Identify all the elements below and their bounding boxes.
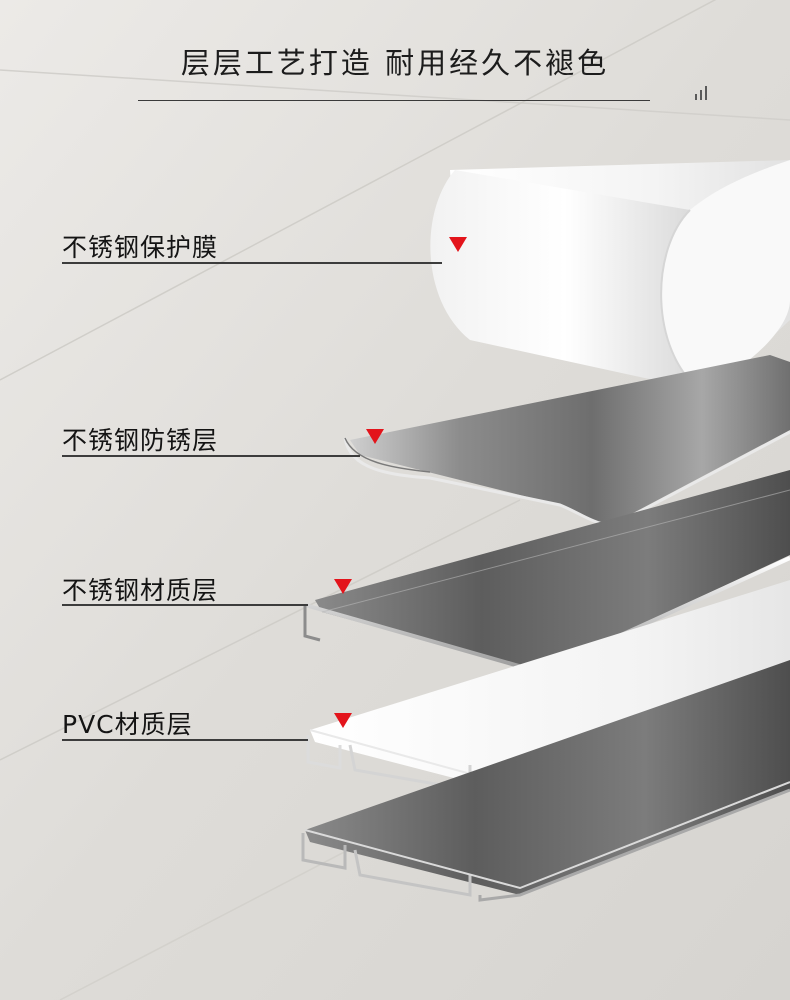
page-title: 层层工艺打造 耐用经久不褪色 <box>180 46 610 80</box>
layer-leader-line <box>62 262 442 264</box>
layer-leader-line <box>62 739 308 741</box>
layer-label-anti-rust: 不锈钢防锈层 <box>62 426 219 455</box>
layer-leader-line <box>62 604 308 606</box>
layer-leader-line <box>62 455 360 457</box>
signal-bars-icon <box>695 86 711 100</box>
layer-label-stainless-steel: 不锈钢材质层 <box>62 576 219 605</box>
layer-marker-icon <box>366 429 384 444</box>
layer-marker-icon <box>334 713 352 728</box>
layer-marker-icon <box>449 237 467 252</box>
layer-label-protective-film: 不锈钢保护膜 <box>62 233 219 262</box>
title-divider <box>138 100 650 101</box>
layer-label-pvc: PVC材质层 <box>62 710 193 739</box>
layer-marker-icon <box>334 579 352 594</box>
